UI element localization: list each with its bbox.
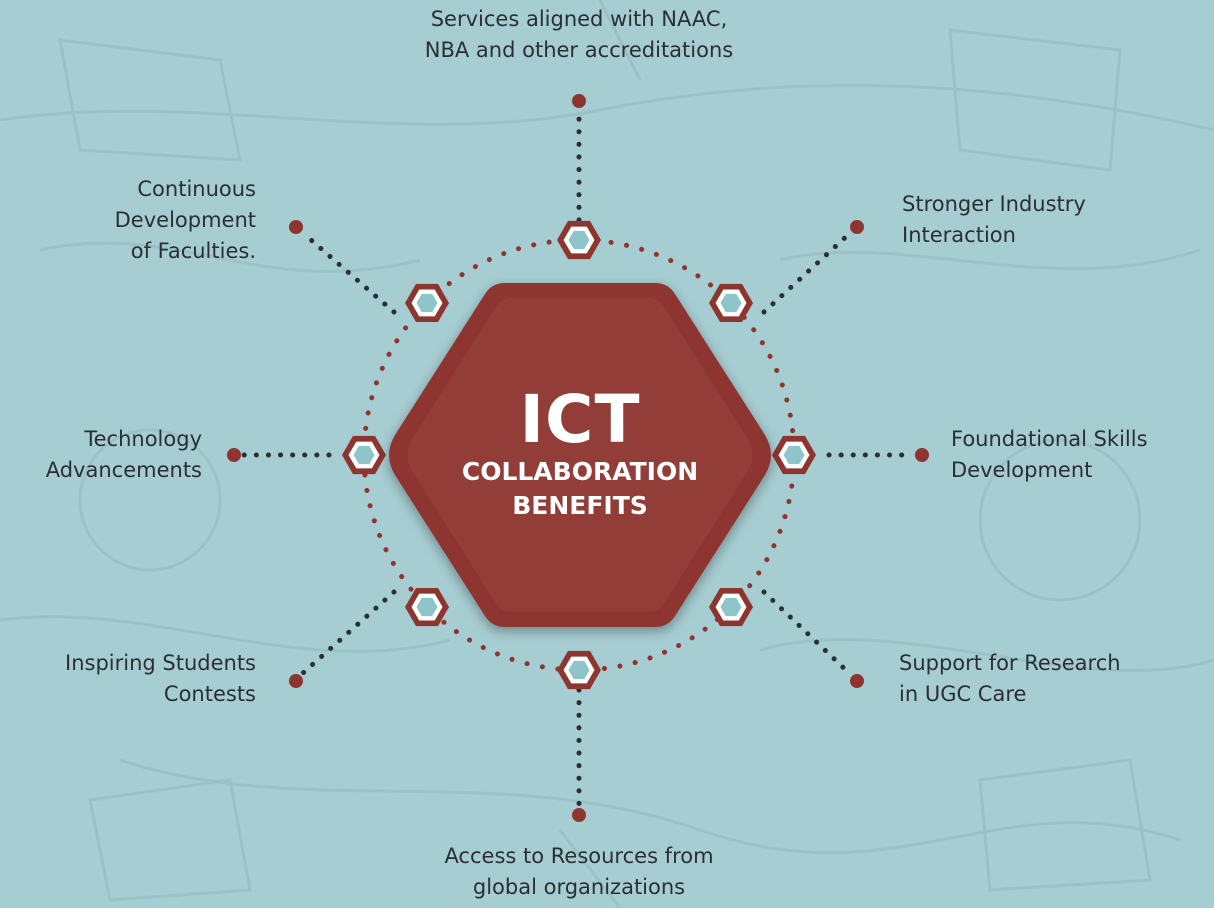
spoke-bottom-left — [289, 589, 397, 688]
spoke-top-left — [289, 220, 397, 315]
spoke-bottom-right — [761, 589, 864, 688]
node-hexagon-top — [557, 220, 601, 260]
benefit-label-technology: Technology Advancements — [45, 427, 202, 482]
title-line1: COLLABORATION — [461, 457, 699, 486]
spoke-left — [227, 448, 332, 462]
node-hexagon-top-left — [405, 283, 449, 322]
spoke-top — [572, 94, 586, 223]
benefit-label-research: Support for Research in UGC Care — [899, 651, 1121, 706]
node-hexagon-left — [342, 435, 386, 475]
title-ict: ICT — [519, 381, 641, 458]
node-hexagon-bottom-right — [709, 588, 753, 627]
center-hexagon — [389, 283, 771, 627]
benefit-label-resources: Access to Resources from global organiza… — [444, 844, 714, 899]
benefit-label-students-contests: Inspiring Students Contests — [65, 651, 256, 706]
spoke-top-right — [761, 220, 864, 315]
benefit-label-faculties: Continuous Development of Faculties. — [114, 177, 256, 263]
node-hexagon-top-right — [709, 283, 753, 322]
center-title: ICT COLLABORATION BENEFITS — [420, 385, 740, 523]
spoke-bottom — [572, 687, 586, 822]
benefit-label-foundational-skills: Foundational Skills Development — [951, 427, 1148, 482]
title-line2: BENEFITS — [512, 491, 648, 520]
node-hexagon-right — [772, 435, 816, 475]
node-hexagon-bottom-left — [405, 588, 449, 627]
benefit-label-industry: Stronger Industry Interaction — [902, 192, 1086, 247]
node-hexagon-bottom — [557, 650, 601, 690]
benefit-label-accreditations: Services aligned with NAAC, NBA and othe… — [424, 7, 734, 62]
spoke-right — [826, 448, 929, 462]
